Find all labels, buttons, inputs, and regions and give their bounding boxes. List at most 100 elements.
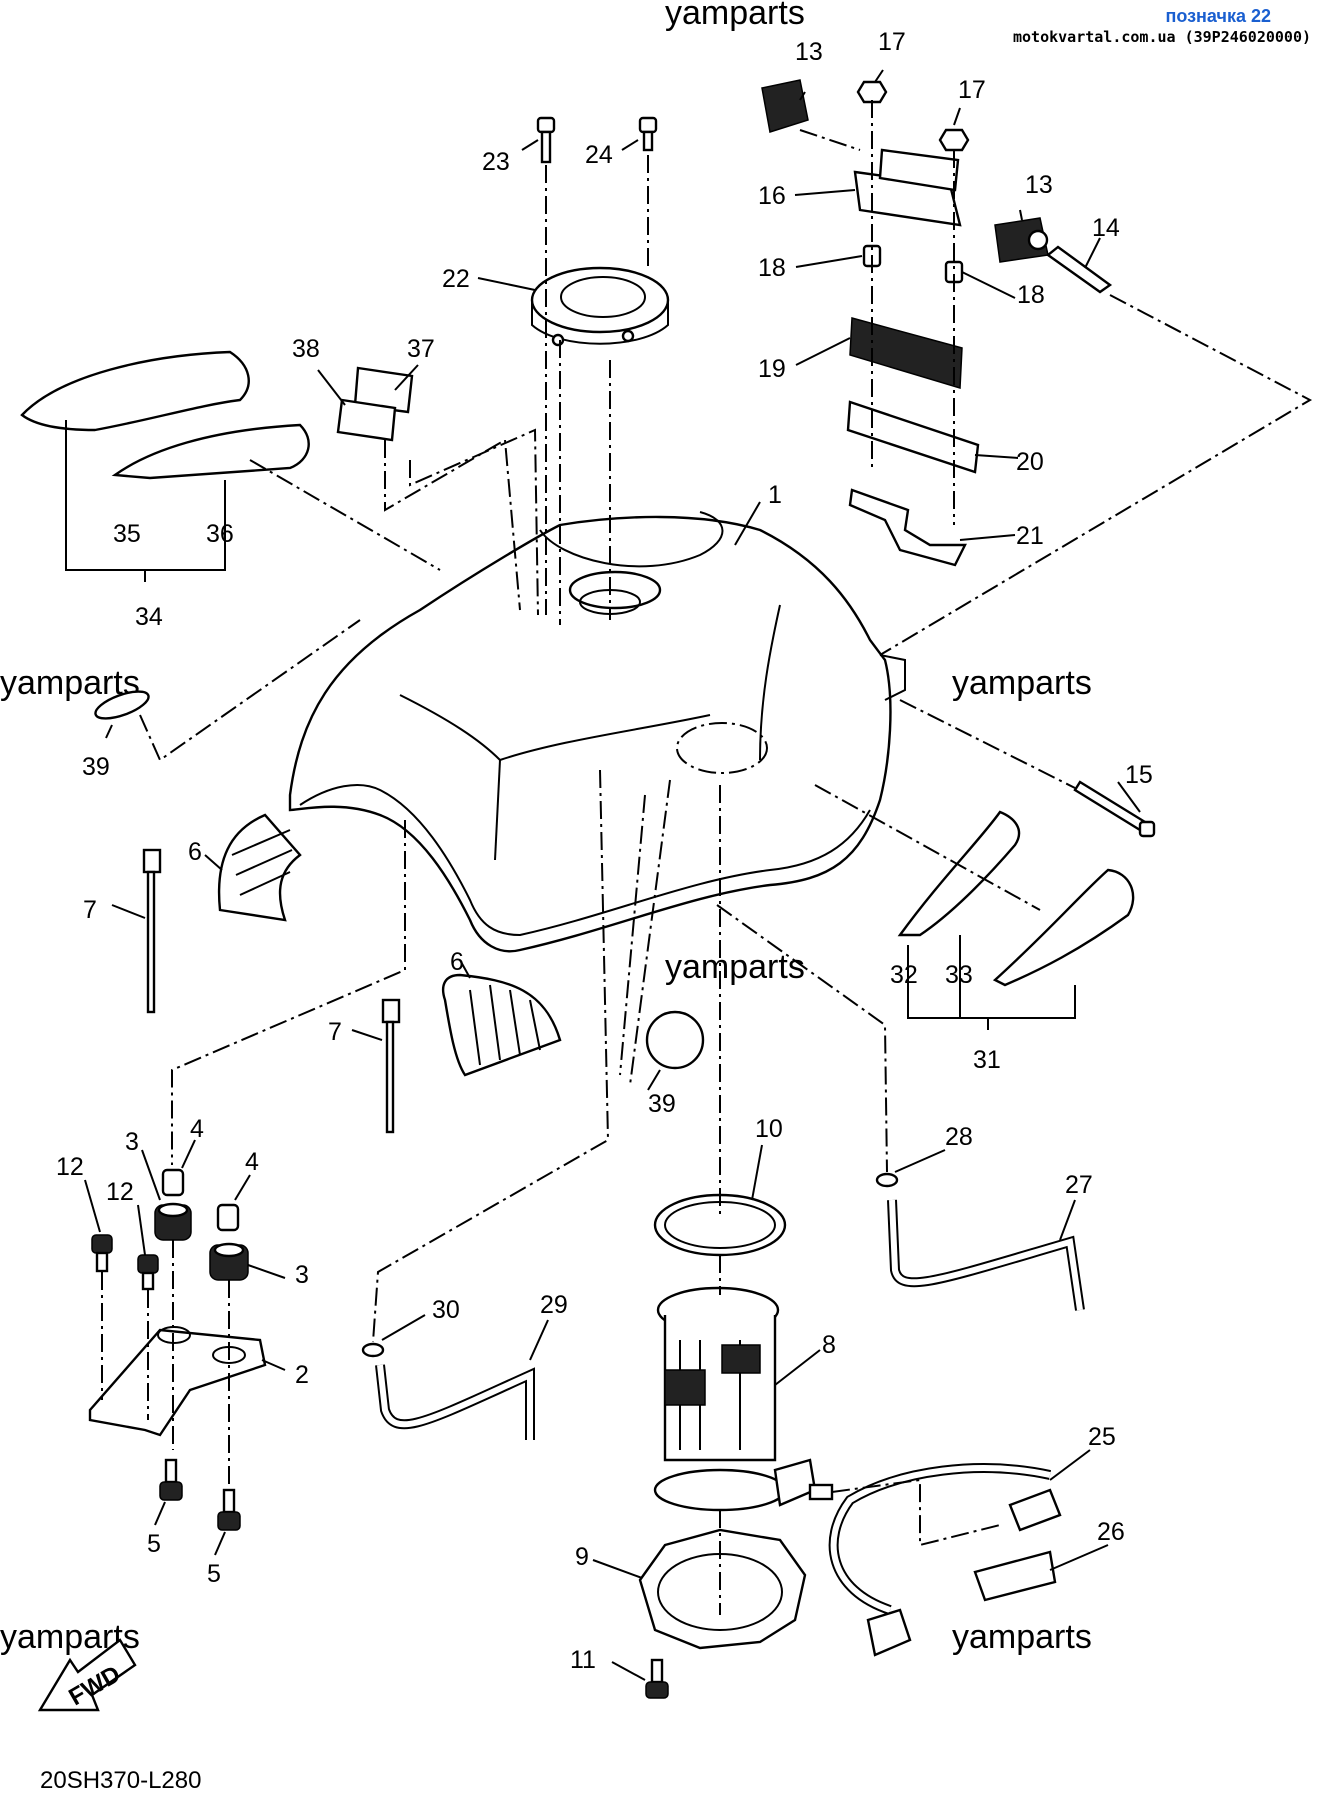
header-site[interactable]: motokvartal.com.ua (39P246020000): [1012, 28, 1311, 46]
callout-11: 11: [570, 1646, 596, 1674]
emblem-39b: [645, 1010, 705, 1070]
callout-12: 12: [56, 1153, 84, 1181]
emblem-39a: [94, 690, 150, 720]
callout-24: 24: [585, 141, 613, 169]
callout-16: 16: [758, 182, 786, 210]
callout-17: 17: [958, 76, 986, 104]
cable-tie-7b: [381, 998, 401, 1134]
callout-18: 18: [758, 254, 786, 282]
fuel-cap: [530, 266, 670, 347]
callout-13: 13: [1025, 171, 1053, 199]
watermark: yamparts: [952, 664, 1092, 702]
callout-6: 6: [450, 948, 464, 976]
leader-line: [372, 769, 610, 1343]
callout-10: 10: [755, 1115, 783, 1143]
callout-25: 25: [1088, 1423, 1116, 1451]
callout-4: 4: [190, 1115, 204, 1143]
bolt-5a: [159, 1458, 183, 1501]
cover-33: [992, 868, 1135, 987]
screw-11: [645, 1658, 669, 1699]
callout-4: 4: [245, 1148, 259, 1176]
callout-18: 18: [1017, 281, 1045, 309]
callout-21: 21: [1016, 522, 1044, 550]
bracket-16: [853, 148, 962, 227]
callout-12: 12: [106, 1178, 134, 1206]
callout-27: 27: [1065, 1171, 1093, 1199]
callout-23: 23: [482, 148, 510, 176]
callout-22: 22: [442, 265, 470, 293]
fuel-tank: [288, 511, 906, 953]
callout-29: 29: [540, 1291, 568, 1319]
damper-3a: [154, 1202, 192, 1241]
callout-17: 17: [878, 28, 906, 56]
plate-20: [846, 400, 980, 474]
damper-13-left: [761, 79, 809, 133]
callout-3: 3: [125, 1128, 139, 1156]
bracket-21: [848, 488, 967, 567]
cover-32: [897, 810, 1021, 937]
leader-line: [879, 294, 1313, 656]
callouts: 13 17 17 16 13 14 18 18 19 20 21 22 23 2…: [56, 28, 1153, 1674]
callout-31: 31: [973, 1046, 1001, 1074]
callout-15: 15: [1125, 761, 1153, 789]
bracket-2: [88, 1326, 267, 1437]
callout-30: 30: [432, 1296, 460, 1324]
damper-13-right: [994, 217, 1049, 263]
callout-3: 3: [295, 1261, 309, 1289]
nut-17a: [856, 80, 888, 104]
callout-33: 33: [945, 961, 973, 989]
gasket-9: [638, 1528, 807, 1650]
callout-13: 13: [795, 38, 823, 66]
leader-line: [814, 784, 1041, 911]
callout-leaders: [65, 69, 1141, 1681]
damper-19: [849, 317, 963, 389]
callout-39: 39: [648, 1090, 676, 1118]
callout-7: 7: [83, 896, 97, 924]
watermark: yamparts: [665, 0, 805, 32]
label-37: [353, 366, 414, 414]
leader-line: [171, 820, 406, 1165]
clip-26: [973, 1550, 1057, 1602]
clip-28: [875, 1172, 899, 1188]
cap-bolt-24: [638, 116, 658, 152]
callout-2: 2: [295, 1361, 309, 1389]
callout-5: 5: [147, 1530, 161, 1558]
side-cover-35: [20, 350, 250, 432]
callout-38: 38: [292, 335, 320, 363]
side-cover-36: [111, 423, 310, 480]
callout-14: 14: [1092, 214, 1120, 242]
bolt-12b: [137, 1254, 159, 1291]
hose-25: [828, 1463, 1062, 1657]
leader-line: [899, 699, 1076, 789]
callout-35: 35: [113, 520, 141, 548]
callout-5: 5: [207, 1560, 221, 1588]
damper-6a: [217, 813, 302, 922]
diagram-code: 20SH370-L280: [40, 1767, 201, 1794]
leader-line: [409, 428, 539, 616]
leader-line: [716, 904, 888, 1173]
bolt-12a: [91, 1234, 113, 1273]
leader-line: [249, 459, 441, 571]
leader-line: [619, 794, 646, 1076]
callout-20: 20: [1016, 448, 1044, 476]
callout-34: 34: [135, 603, 163, 631]
hose-27: [887, 1199, 1085, 1311]
collar-4a: [161, 1168, 185, 1197]
callout-8: 8: [822, 1331, 836, 1359]
callout-1: 1: [768, 481, 782, 509]
damper-3b: [209, 1242, 249, 1281]
leader-line: [384, 438, 521, 611]
leader-line: [831, 1478, 1001, 1547]
callout-36: 36: [206, 520, 234, 548]
callout-19: 19: [758, 355, 786, 383]
bolt-5b: [217, 1488, 241, 1531]
fwd-arrow-icon: FWD: [37, 1638, 137, 1711]
callout-9: 9: [575, 1543, 589, 1571]
hose-29: [375, 1364, 535, 1440]
collar-4b: [216, 1203, 240, 1232]
callout-32: 32: [890, 961, 918, 989]
bolt-15: [1073, 780, 1156, 838]
nut-17b: [938, 128, 970, 152]
label-38: [336, 398, 397, 442]
